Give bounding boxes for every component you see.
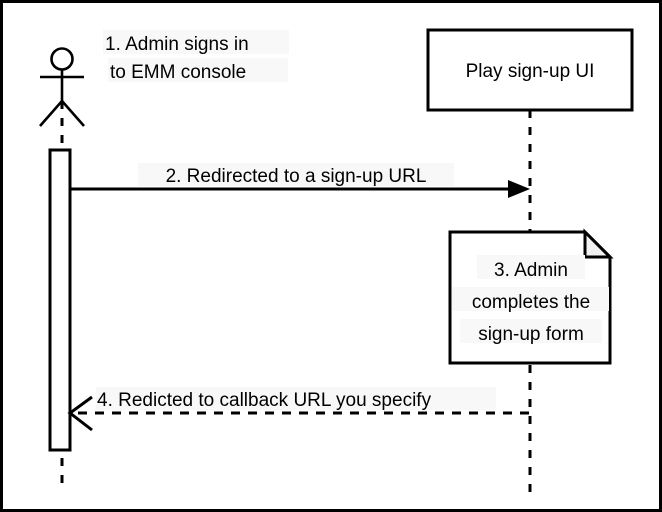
message-2-label-group: 2. Redirected to a sign-up URL bbox=[138, 163, 454, 187]
actor-leg-left-icon bbox=[39, 100, 63, 127]
message-4-arrowhead bbox=[67, 395, 93, 432]
participant-box-play-signup-ui[interactable] bbox=[426, 28, 634, 112]
message-1-label-line1: 1. Admin signs in bbox=[105, 34, 249, 55]
message-1-label: 1. Admin signs in to EMM console bbox=[103, 30, 289, 83]
note-3-line-3: sign-up form bbox=[478, 324, 584, 345]
message-2-label: 2. Redirected to a sign-up URL bbox=[166, 166, 427, 187]
actor-leg-right-icon bbox=[61, 100, 85, 127]
note-3-line-1: 3. Admin bbox=[494, 260, 568, 281]
actor-head-icon bbox=[50, 47, 74, 71]
note-3-line-2: completes the bbox=[472, 292, 590, 313]
message-4-label-group: 4. Redicted to callback URL you specify bbox=[96, 387, 496, 411]
note-3-fold-corner-icon bbox=[583, 228, 614, 259]
participant-admin[interactable] bbox=[39, 47, 85, 127]
note-3-label-group: 3. Admin completes the sign-up form bbox=[452, 255, 609, 345]
message-4-label: 4. Redicted to callback URL you specify bbox=[97, 390, 432, 411]
activation-bar-admin bbox=[48, 148, 72, 452]
message-2-arrowhead bbox=[508, 180, 530, 198]
message-1-label-line2: to EMM console bbox=[110, 62, 246, 83]
participant-label-play-signup-ui: Play sign-up UI bbox=[466, 61, 595, 82]
